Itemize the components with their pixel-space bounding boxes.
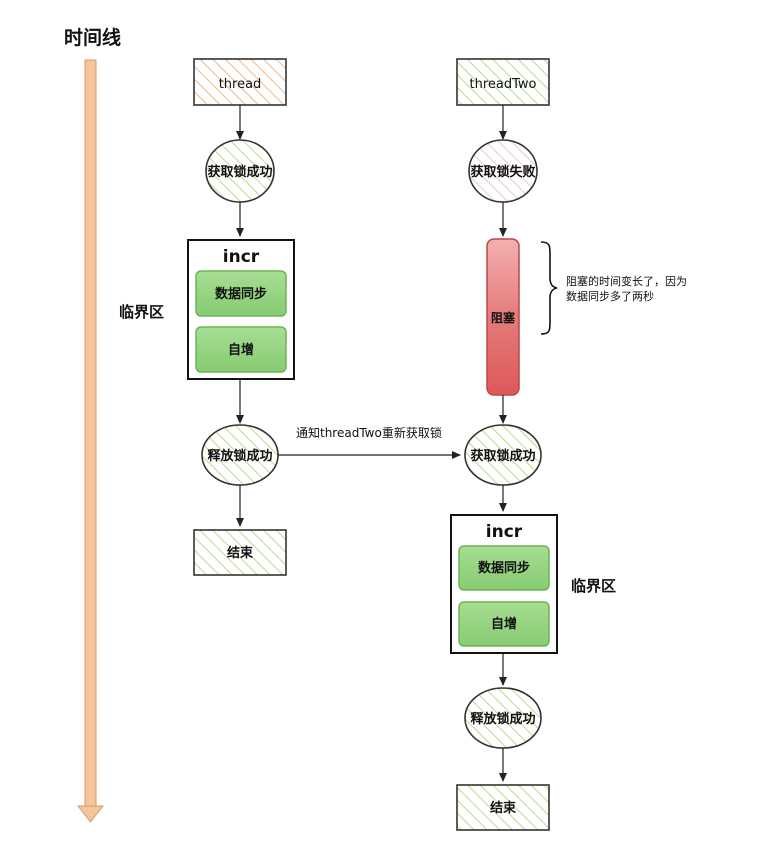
thread-one-end-label: 结束 — [227, 545, 254, 561]
thread-two-note-line-1: 阻塞的时间变长了，因为 — [566, 274, 687, 288]
thread-two-step-sync-label: 数据同步 — [478, 560, 530, 576]
thread-two-acquire-fail-label: 获取锁失败 — [470, 164, 535, 180]
thread-two-start-node: threadTwo — [456, 58, 550, 106]
thread-two-step-incr-label: 自增 — [491, 616, 517, 632]
thread-one-step-sync — [195, 270, 287, 317]
timeline-arrow — [76, 59, 105, 823]
thread-two-acquire-fail-node: 获取锁失败 — [468, 139, 538, 203]
thread-two-critical-box: incr 数据同步 自增 — [450, 514, 558, 654]
thread-two-acquire-label: 获取锁成功 — [470, 448, 535, 464]
thread-one-step-incr — [195, 326, 287, 373]
thread-two-release-node: 释放锁成功 — [464, 687, 542, 749]
thread-two-release-label: 释放锁成功 — [470, 711, 535, 727]
thread-one-start-node: thread — [193, 58, 287, 106]
thread-one-release-label: 释放锁成功 — [207, 448, 272, 464]
thread-two-end-node: 结束 — [456, 784, 550, 831]
thread-two-step-incr — [458, 601, 550, 647]
thread-two-end-label: 结束 — [490, 800, 517, 816]
thread-two-incr-title: incr — [486, 522, 523, 542]
thread-one-incr-title: incr — [223, 247, 260, 267]
thread-two-blocked-bar: 阻塞 — [486, 238, 520, 396]
thread-one-step-incr-label: 自增 — [228, 342, 254, 358]
thread-one-start-label: thread — [219, 77, 262, 92]
thread-one-region-label: 临界区 — [119, 303, 164, 321]
thread-two-region-label: 临界区 — [571, 577, 616, 595]
curly-brace — [540, 241, 558, 335]
thread-two-start-label: threadTwo — [470, 77, 537, 92]
thread-two-note-line-2: 数据同步多了两秒 — [566, 289, 654, 303]
notify-label: 通知threadTwo重新获取锁 — [296, 425, 442, 440]
thread-one-critical-box: incr 数据同步 自增 — [187, 239, 295, 380]
timeline-title: 时间线 — [64, 26, 121, 49]
thread-one-end-node: 结束 — [193, 529, 287, 576]
thread-one-acquire-node: 获取锁成功 — [205, 139, 275, 203]
thread-two-acquire-node: 获取锁成功 — [464, 424, 542, 486]
thread-one-release-node: 释放锁成功 — [201, 424, 279, 486]
thread-two-blocked-label: 阻塞 — [491, 310, 516, 325]
thread-two-step-sync — [458, 545, 550, 591]
thread-one-step-sync-label: 数据同步 — [215, 286, 267, 302]
thread-one-acquire-label: 获取锁成功 — [207, 164, 272, 180]
